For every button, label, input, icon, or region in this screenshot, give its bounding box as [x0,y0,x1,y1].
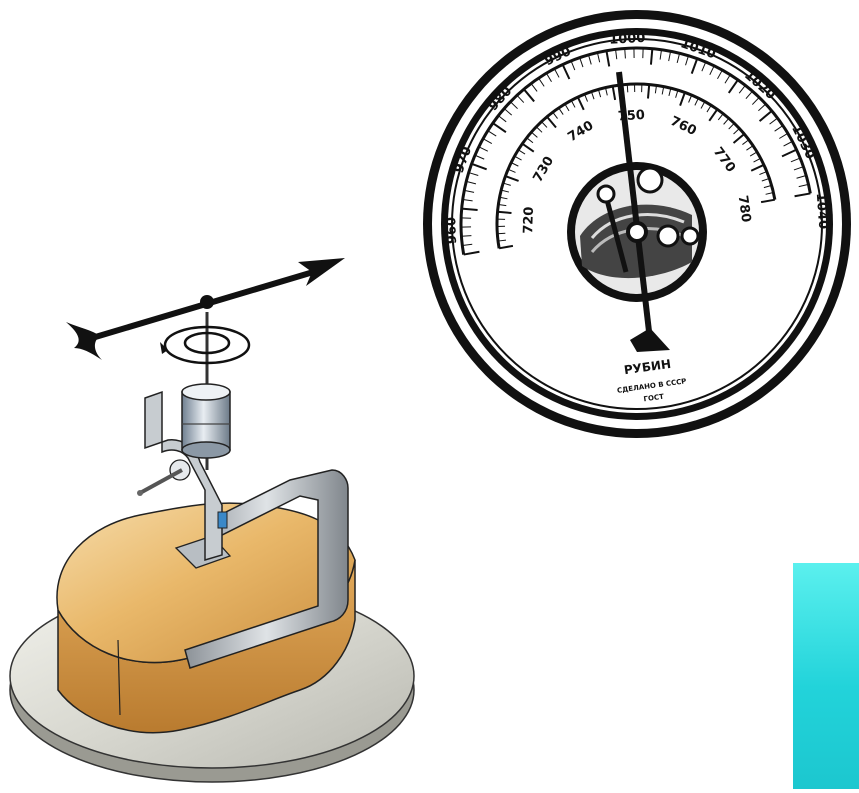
dial-tick [461,236,471,237]
dial-tick [498,212,512,213]
circular-rotation-icon [160,327,249,363]
aneroid-mechanism [10,258,414,782]
dial-tick [462,209,478,210]
dial-tick [651,49,652,65]
dial-tick [648,85,649,99]
outer-scale-label: 960 [444,217,460,245]
cyan-accent-block [793,563,859,789]
outer-scale-label: 1000 [609,31,646,48]
outer-scale-label: 1040 [813,193,830,230]
inner-scale-label: 720 [521,206,537,234]
